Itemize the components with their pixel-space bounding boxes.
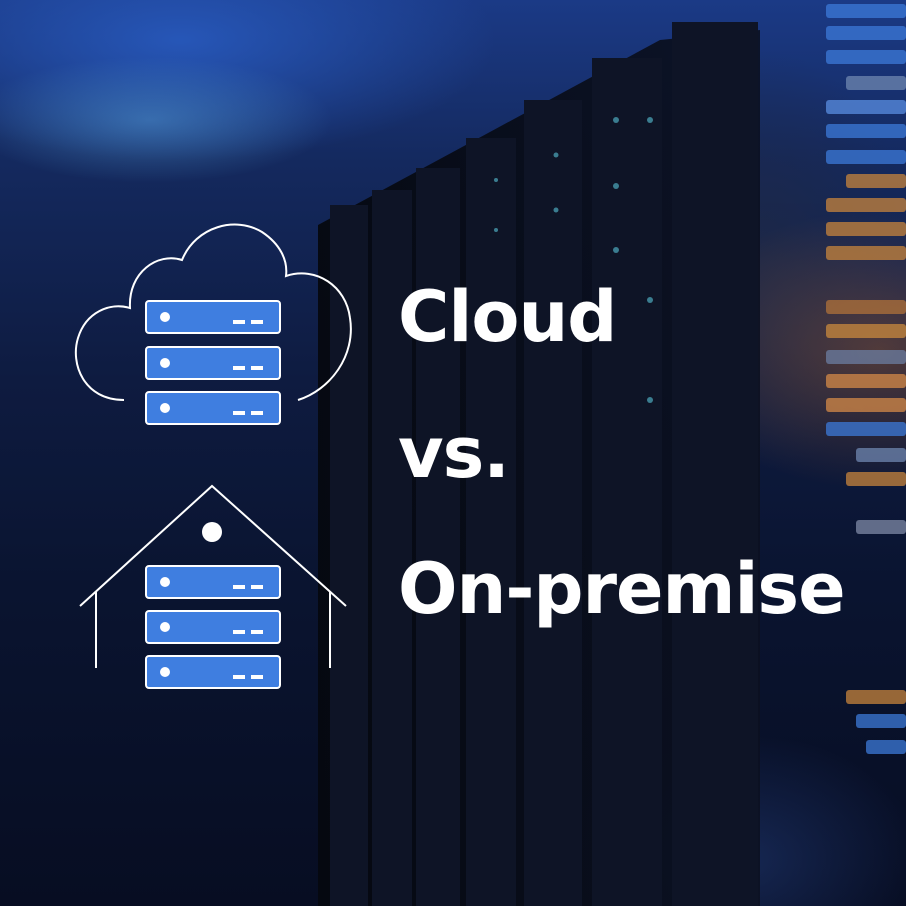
code-listing-background [816,0,906,906]
house-server-icon [79,484,347,689]
house-server-stack [145,565,281,689]
headline-cloud: Cloud [398,276,617,358]
cloud-server-stack [145,300,281,425]
headline-on-premise: On-premise [398,548,846,630]
server-unit-icon [145,300,281,334]
server-unit-icon [145,565,281,599]
server-unit-icon [145,610,281,644]
server-unit-icon [145,391,281,425]
server-unit-icon [145,346,281,380]
cloud-server-icon [74,223,352,425]
house-vent-icon [202,522,222,542]
headline-vs: vs. [398,412,510,494]
server-unit-icon [145,655,281,689]
